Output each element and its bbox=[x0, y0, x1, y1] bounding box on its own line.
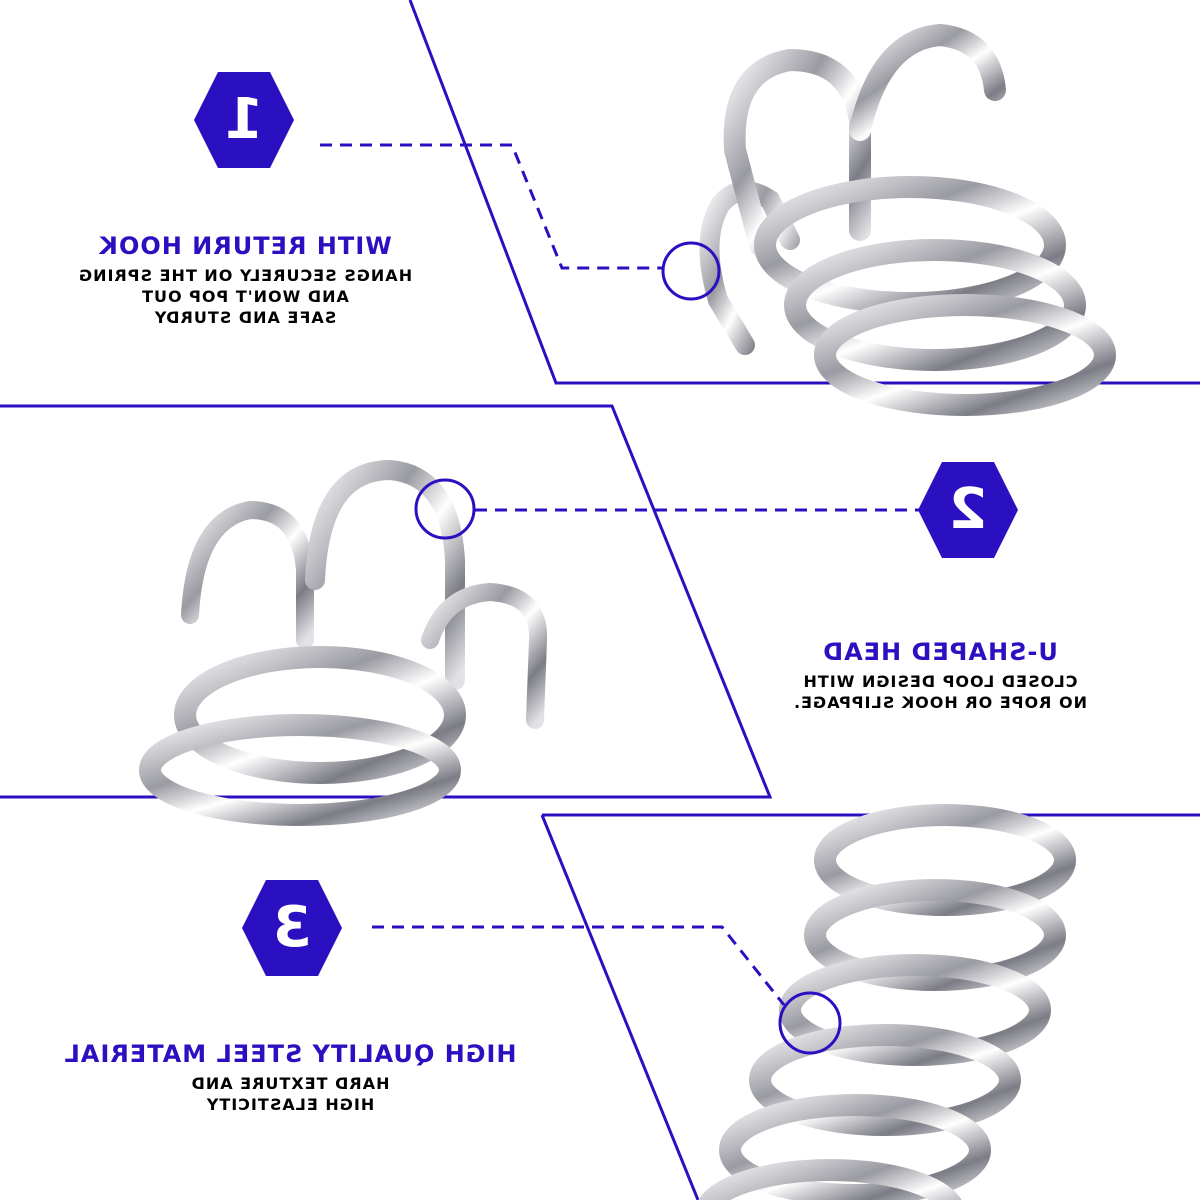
callout-2-ring bbox=[414, 478, 476, 540]
callout-1-ring bbox=[661, 241, 721, 301]
spring-hook-image-2 bbox=[139, 459, 548, 826]
feature-1-text: WITH RETURN HOOK HANGS SECURELY ON THE S… bbox=[60, 232, 430, 328]
spring-hook-image-1 bbox=[699, 23, 1116, 416]
badge-1-number: 1 bbox=[224, 87, 264, 152]
hexagon-icon bbox=[194, 72, 294, 168]
feature-1-line-3: SAFE AND STURDY bbox=[153, 307, 337, 327]
feature-2-line-1: CLOSED LOOP DESIGN WITH bbox=[802, 672, 1078, 691]
feature-1-line-2: AND WON'T POP OUT bbox=[141, 286, 349, 306]
callout-3-line bbox=[372, 925, 786, 1006]
badge-3-number: 3 bbox=[272, 895, 312, 960]
hexagon-icon bbox=[918, 462, 1018, 558]
badge-3: 3 bbox=[240, 876, 344, 980]
feature-3-line-2: HIGH ELASTICITY bbox=[205, 1094, 375, 1114]
hexagon-icon bbox=[242, 880, 342, 976]
feature-3-text: HIGH QUALITY STEEL MATERIAL HARD TEXTURE… bbox=[30, 1040, 550, 1116]
panel-3-border-diagonal bbox=[540, 814, 700, 1200]
badge-2-number: 2 bbox=[948, 477, 988, 542]
callout-3 bbox=[372, 925, 842, 1055]
feature-2-title: U-SHAPED HEAD bbox=[822, 638, 1058, 666]
badge-2: 2 bbox=[916, 458, 1020, 562]
badge-1: 1 bbox=[192, 68, 296, 172]
feature-2-text: U-SHAPED HEAD CLOSED LOOP DESIGN WITH NO… bbox=[760, 638, 1120, 714]
feature-2-line-2: NO ROPE OR HOOK SLIPPAGE. bbox=[793, 692, 1087, 712]
callout-1 bbox=[320, 143, 721, 301]
feature-3-line-1: HARD TEXTURE AND bbox=[190, 1074, 390, 1093]
callout-3-ring bbox=[778, 991, 842, 1055]
feature-3-title: HIGH QUALITY STEEL MATERIAL bbox=[63, 1040, 517, 1068]
feature-1-title: WITH RETURN HOOK bbox=[98, 232, 392, 260]
feature-1-line-1: HANGS SECURELY ON THE SPRING bbox=[77, 266, 413, 285]
panel-1-border bbox=[408, 0, 1200, 385]
callout-2 bbox=[414, 478, 920, 540]
spring-coil-image-3 bbox=[698, 804, 1076, 1200]
